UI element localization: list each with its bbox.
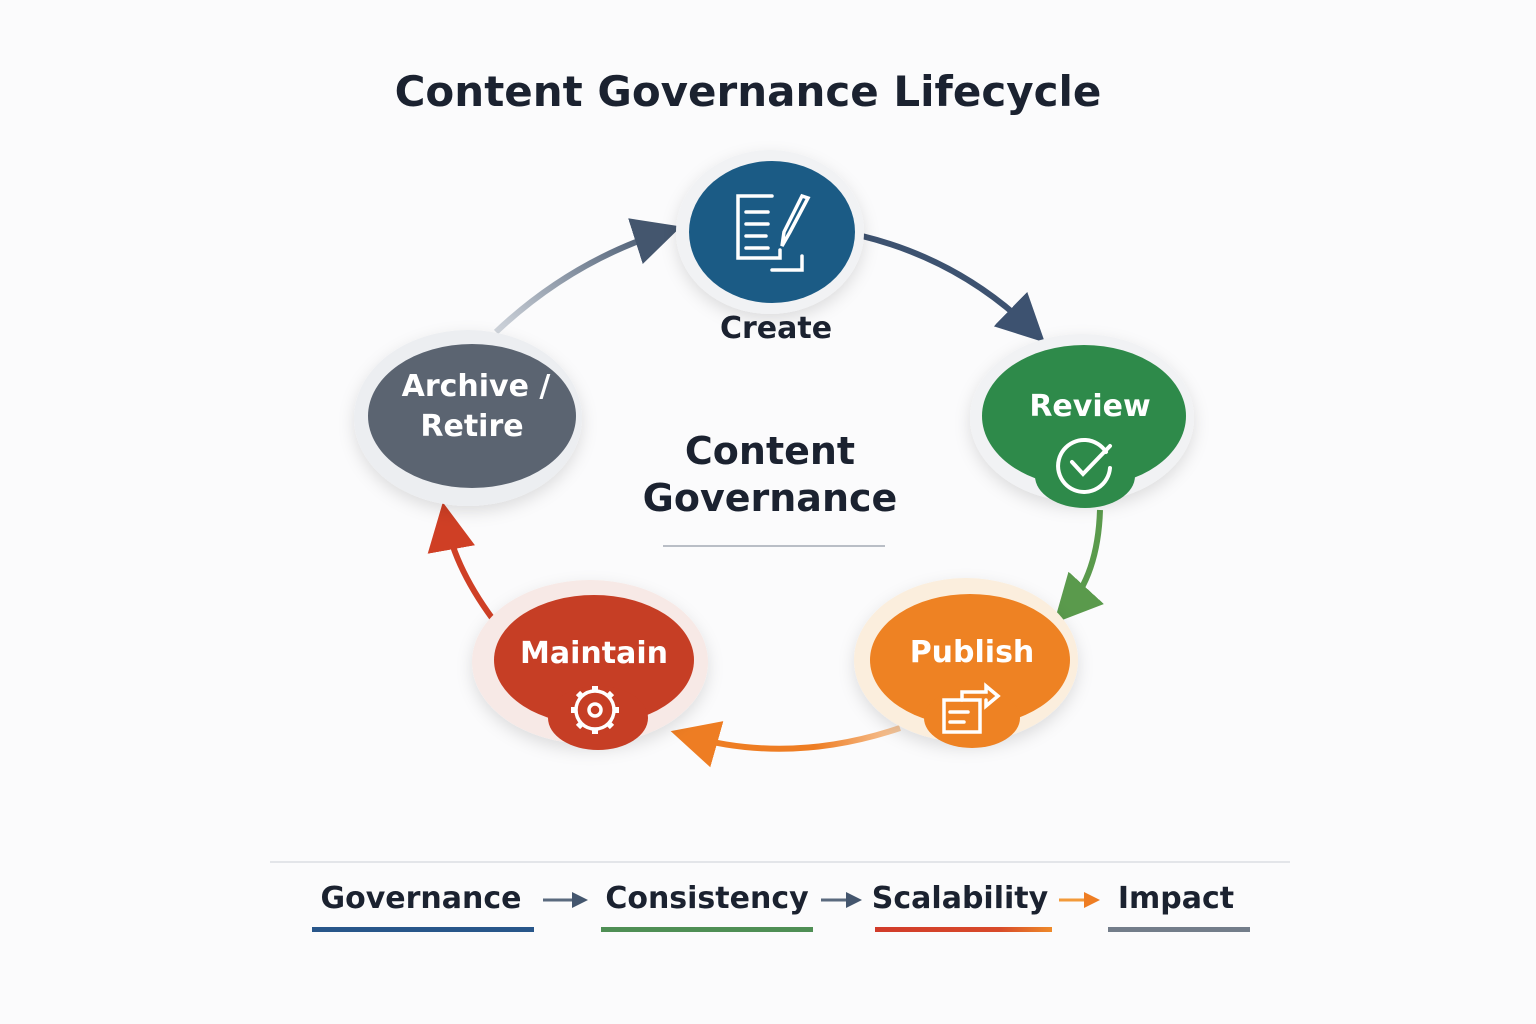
footer-item-consistency: Consistency: [605, 881, 809, 916]
create-circle: [689, 161, 855, 303]
document-edit-icon: [736, 193, 811, 272]
review-circle: [982, 345, 1186, 487]
arrow-right-icon: [821, 892, 862, 908]
create-label: Create: [720, 311, 832, 346]
arrow-right-icon: [543, 892, 588, 908]
stage-create[interactable]: Create: [676, 150, 864, 346]
maintain-label: Maintain: [520, 636, 668, 671]
arrow-maintain-to-archive: [427, 502, 501, 628]
check-circle-icon: [1056, 437, 1112, 494]
publish-document-icon: [942, 682, 1001, 734]
stage-archive[interactable]: Archive / Retire: [354, 330, 582, 506]
arrow-publish-to-maintain: [670, 721, 901, 768]
archive-circle: [368, 344, 576, 488]
publish-label: Publish: [910, 635, 1035, 670]
arrow-create-to-review: [861, 233, 1045, 343]
maintain-circle: [494, 595, 694, 725]
footer-item-impact: Impact: [1118, 881, 1234, 916]
stage-publish[interactable]: Publish: [854, 578, 1078, 748]
review-label: Review: [1029, 389, 1150, 424]
consistency-underline: [601, 927, 813, 932]
archive-label-line2: Retire: [420, 409, 523, 444]
center-title-line2: Governance: [643, 476, 898, 520]
footer-item-governance: Governance: [320, 881, 521, 916]
footer-flow: Governance Consistency Scalability Impac…: [312, 881, 1250, 932]
publish-circle: [870, 594, 1070, 726]
arrow-review-to-publish: [1053, 509, 1104, 624]
page-title: Content Governance Lifecycle: [395, 67, 1102, 116]
arrow-right-icon: [1059, 892, 1100, 908]
scalability-underline: [875, 927, 1052, 932]
stage-maintain[interactable]: Maintain: [472, 580, 708, 750]
footer-item-scalability: Scalability: [872, 881, 1049, 916]
gear-icon: [571, 686, 619, 734]
impact-underline: [1108, 927, 1250, 932]
governance-underline: [312, 927, 534, 932]
archive-label-line1: Archive /: [402, 369, 551, 404]
stage-review[interactable]: Review: [970, 334, 1194, 508]
arrow-archive-to-create: [493, 218, 682, 335]
center-title-line1: Content: [685, 429, 855, 473]
